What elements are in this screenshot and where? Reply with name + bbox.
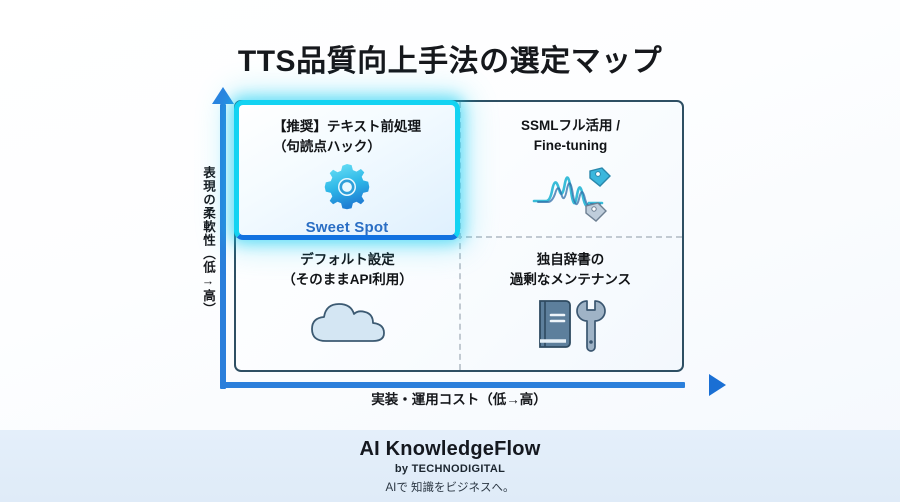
quadrant-bottom-right[interactable]: 独自辞書の 過剰なメンテナンス: [459, 236, 682, 370]
x-axis-label: 実装・運用コスト（低→高）: [371, 392, 547, 407]
sweet-spot-badge: Sweet Spot: [305, 219, 389, 237]
y-axis-arrow-icon: [212, 87, 234, 104]
label-line-2: 過剰なメンテナンス: [509, 271, 632, 287]
quadrant-bottom-left-label: デフォルト設定 （そのままAPI利用）: [282, 250, 413, 289]
quadrant-matrix: 表現の柔軟性（低→高） 実装・運用コスト（低→高） SSMLフル活用 / Fin…: [190, 87, 726, 407]
brand-name: AI KnowledgeFlow: [359, 437, 541, 460]
label-line-2: （句読点ハック）: [272, 138, 381, 154]
label-line-2: （そのままAPI利用）: [282, 271, 413, 287]
gear-icon: [322, 162, 372, 217]
brand-byline: by TECHNODIGITAL: [394, 462, 506, 475]
x-axis-line: [220, 382, 685, 388]
quadrant-top-right-label: SSMLフル活用 / Fine-tuning: [521, 116, 620, 155]
label-line-1: 独自辞書の: [536, 252, 605, 267]
label-line-1: SSMLフル活用 /: [520, 118, 620, 133]
x-axis-arrow-icon: [709, 374, 726, 396]
label-line-1: 【推奨】テキスト前処理: [272, 119, 422, 134]
waveform-tags-icon: [528, 161, 614, 232]
cloud-icon: [306, 295, 390, 354]
book-wrench-icon: [532, 295, 610, 358]
page-title: TTS品質向上手法の選定マップ: [237, 45, 663, 78]
quadrant-bottom-right-label: 独自辞書の 過剰なメンテナンス: [510, 250, 631, 289]
quadrant-bottom-left[interactable]: デフォルト設定 （そのままAPI利用）: [236, 236, 459, 370]
quadrant-top-right[interactable]: SSMLフル活用 / Fine-tuning: [459, 102, 682, 236]
y-axis-label: 表現の柔軟性（低→高）: [201, 166, 215, 316]
vertical-divider: [459, 102, 461, 370]
brand-tagline: AIで 知識をビジネスへ。: [385, 481, 515, 494]
label-line-2: Fine-tuning: [533, 137, 608, 153]
label-line-1: デフォルト設定: [300, 252, 395, 267]
quadrant-top-left-label: 【推奨】テキスト前処理 （句読点ハック）: [273, 117, 421, 156]
footer-bar: AI KnowledgeFlow by TECHNODIGITAL AIで 知識…: [0, 430, 900, 502]
quadrant-top-left[interactable]: 【推奨】テキスト前処理 （句読点ハック） Sweet Spot: [234, 100, 460, 240]
y-axis-line: [220, 104, 226, 389]
